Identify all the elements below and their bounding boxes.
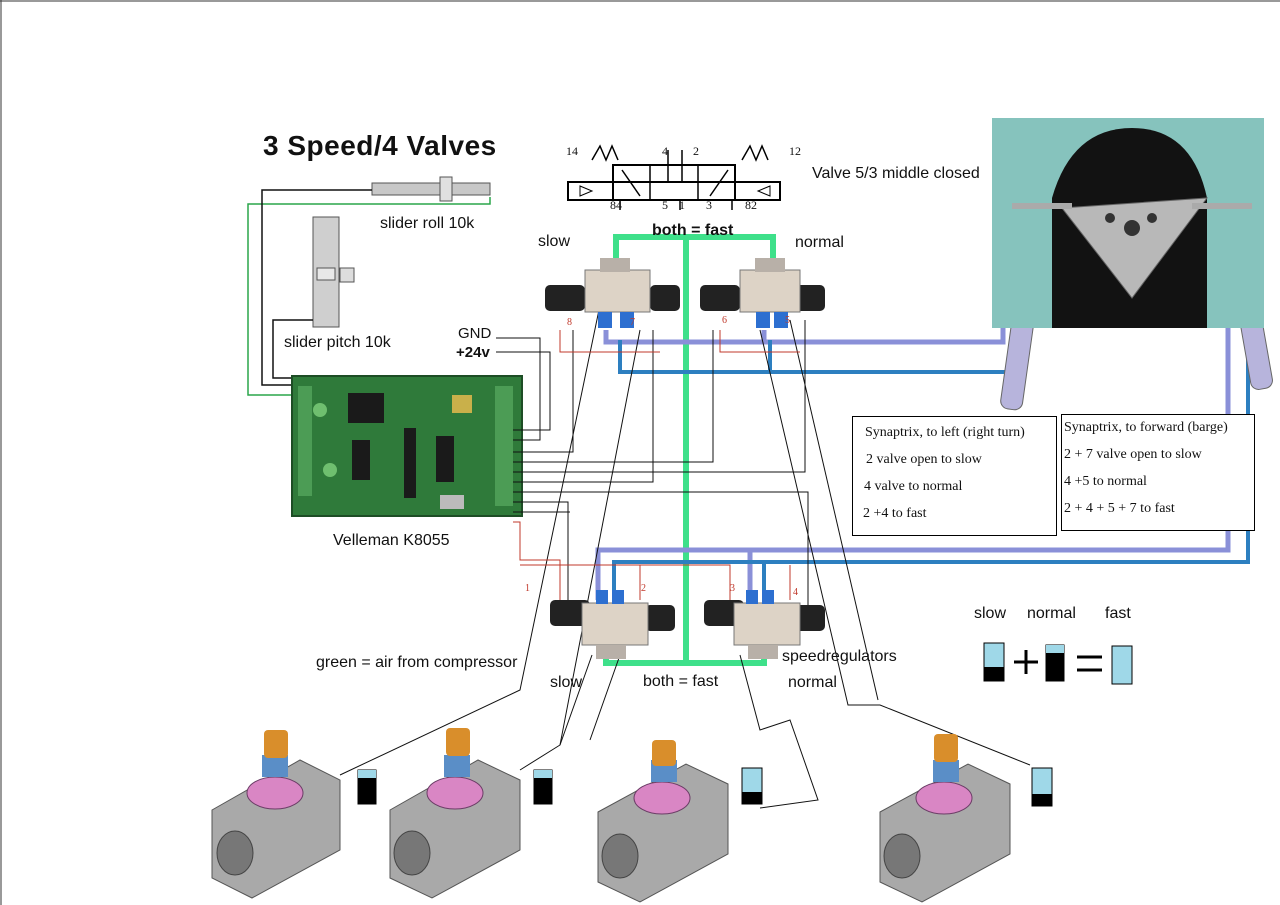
valve-lower-normal — [704, 590, 825, 659]
valve-num-4: 4 — [793, 587, 798, 598]
left-turn-title: Synaptrix, to left (right turn) — [865, 425, 1025, 440]
board-label: Velleman K8055 — [333, 532, 450, 549]
slider-wires — [247, 189, 491, 396]
lower-normal-label: normal — [788, 674, 837, 691]
green-air-note: green = air from compressor — [316, 654, 518, 671]
upper-slow-label: slow — [538, 233, 571, 250]
forward-box: Synaptrix, to forward (barge) 2 + 7 valv… — [1061, 414, 1255, 531]
lower-slow-label: slow — [550, 674, 583, 691]
left-turn-line-1: 2 valve open to slow — [866, 452, 982, 467]
valve-lower-slow — [550, 590, 675, 659]
legend-slow-bar — [983, 642, 1005, 682]
left-turn-line-3: 2 +4 to fast — [863, 506, 927, 521]
port-2: 2 — [693, 144, 699, 158]
upper-normal-label: normal — [795, 234, 844, 251]
valve-5-3-symbol — [567, 144, 781, 210]
valve-num-6: 6 — [722, 315, 727, 326]
legend-plus — [1014, 650, 1038, 674]
port-1: 1 — [679, 198, 685, 212]
speedregulators-label: speedregulators — [782, 648, 897, 665]
valve-num-1: 1 — [525, 583, 530, 594]
indicator-bar-1 — [357, 769, 377, 805]
speedregulator-3 — [597, 740, 729, 903]
velleman-board — [291, 375, 523, 517]
forward-line-1: 2 + 7 valve open to slow — [1064, 447, 1202, 462]
left-turn-line-2: 4 valve to normal — [864, 479, 963, 494]
port-14: 14 — [566, 144, 578, 158]
forward-line-3: 2 + 4 + 5 + 7 to fast — [1064, 501, 1175, 516]
page-title: 3 Speed/4 Valves — [263, 130, 497, 161]
gnd-label: GND — [458, 325, 492, 342]
forward-line-2: 4 +5 to normal — [1064, 474, 1147, 489]
v24-label: +24v — [456, 344, 490, 361]
speedregulator-4 — [879, 734, 1011, 903]
slider-pitch-graphic — [312, 216, 355, 328]
valve-upper-slow — [545, 258, 680, 328]
upper-both-label: both = fast — [652, 222, 734, 239]
indicator-bar-3 — [741, 767, 763, 805]
valve-num-5: 5 — [785, 315, 790, 326]
port-3: 3 — [706, 198, 712, 212]
valve-num-8: 8 — [567, 317, 572, 328]
valve-upper-normal — [700, 258, 825, 328]
port-12: 12 — [789, 144, 801, 158]
legend-equals — [1077, 655, 1102, 672]
legend-normal-bar — [1045, 644, 1065, 682]
forward-title: Synaptrix, to forward (barge) — [1064, 420, 1228, 435]
slider-pitch-label: slider pitch 10k — [284, 334, 391, 351]
red-wires — [513, 330, 800, 600]
legend-fast-label: fast — [1105, 605, 1131, 622]
speedregulator-1 — [211, 730, 341, 899]
valve-num-7: 7 — [630, 317, 635, 328]
legend-normal-label: normal — [1027, 605, 1076, 622]
port-84: 84 — [610, 198, 622, 212]
indicator-bar-2 — [533, 769, 553, 805]
valve-num-2: 2 — [641, 583, 646, 594]
lower-both-label: both = fast — [643, 673, 719, 690]
valve-symbol-label: Valve 5/3 middle closed — [812, 165, 980, 182]
port-82: 82 — [745, 198, 757, 212]
simulator-photo — [992, 118, 1264, 328]
slider-roll-graphic — [371, 176, 491, 202]
speedregulator-2 — [389, 728, 521, 899]
valve-num-3: 3 — [730, 583, 735, 594]
left-turn-box: Synaptrix, to left (right turn) 2 valve … — [852, 416, 1057, 536]
port-4: 4 — [662, 144, 668, 158]
legend-slow-label: slow — [974, 605, 1007, 622]
port-5: 5 — [662, 198, 668, 212]
slider-roll-label: slider roll 10k — [380, 215, 475, 232]
indicator-bar-4 — [1031, 767, 1053, 807]
legend-fast-bar — [1111, 645, 1133, 685]
